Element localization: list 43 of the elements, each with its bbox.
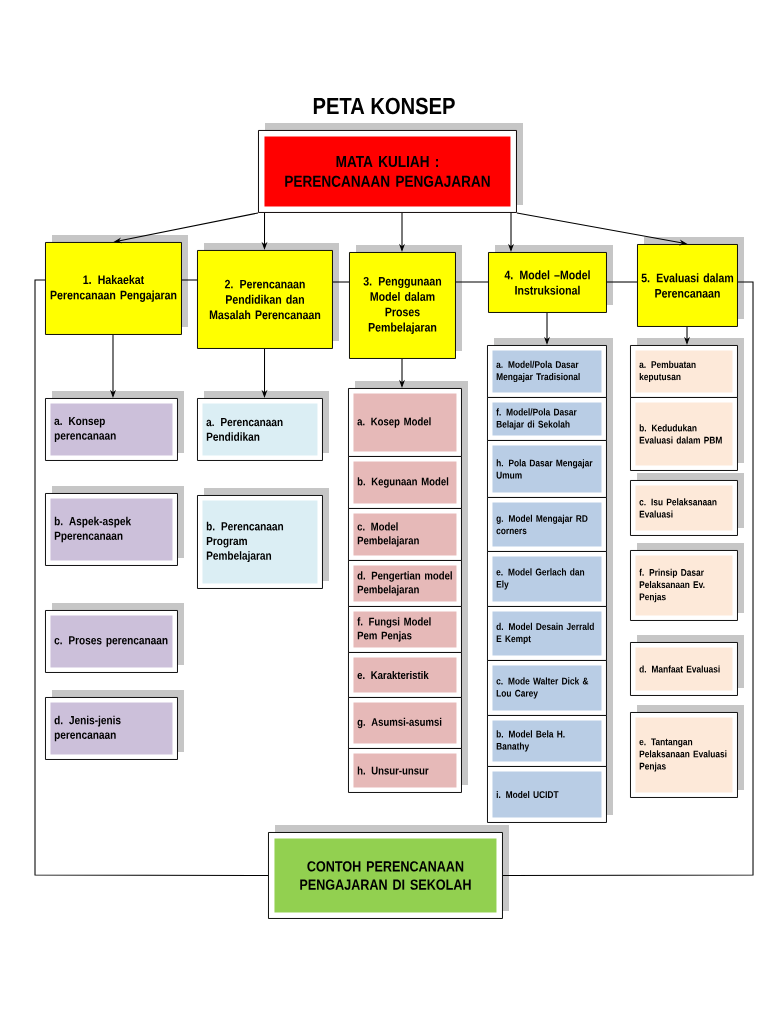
subtopic-box: d. Pengertian model Pembelajaran [348, 560, 462, 607]
connector-line [181, 279, 198, 281]
subtopic-box: g. Asumsi-asumsi [348, 697, 462, 749]
subtopic-box: a. Konsep perencanaan [45, 398, 178, 461]
subtopic-box: b. Kegunaan Model [348, 456, 462, 509]
subtopic-box: b. Model Bela H. Banathy [487, 715, 607, 767]
topic-box: 4. Model –Model Instruksional [488, 252, 607, 313]
subtopic-box: e. Model Gerlach dan Ely [487, 551, 607, 607]
subtopic-box: d. Manfaat Evaluasi [630, 642, 738, 696]
subtopic-box: i. Model UCIDT [487, 766, 607, 823]
subtopic-box: b. Perencanaan Program Pembelajaran [197, 495, 323, 589]
topic-box: 2. Perencanaan Pendidikan dan Masalah Perencanaan [197, 250, 333, 349]
topic-box: 3. Penggunaan Model dalam Proses Pembelajaran [349, 252, 456, 359]
subtopic-box: d. Jenis-jenis perencanaan [45, 697, 178, 760]
subtopic-box: a. Model/Pola Dasar Mengajar Tradisional [487, 345, 607, 398]
subtopic-box: c. Model Pembelajaran [348, 508, 462, 561]
subtopic-box: a. Kosep Model [348, 388, 462, 457]
subtopic-box: a. Pembuatan keputusan [630, 345, 738, 398]
heading-box: MATA KULIAH : PERENCANAAN PENGAJARAN [258, 130, 517, 213]
connector-line [332, 281, 350, 283]
subtopic-box: c. Isu Pelaksanaan Evaluasi [630, 480, 738, 536]
connector-line [606, 281, 638, 283]
title: PETA KONSEP [313, 97, 455, 115]
subtopic-box: g. Model Mengajar RD corners [487, 497, 607, 552]
conclusion-box: CONTOH PERENCANAAN PENGAJARAN DI SEKOLAH [268, 832, 503, 919]
subtopic-box: f. Fungsi Model Pem Penjas [348, 606, 462, 653]
topic-box: 5. Evaluasi dalam Perencanaan [637, 244, 738, 327]
topic-box: 1. Hakaekat Perencanaan Pengajaran [45, 242, 182, 335]
subtopic-box: f. Model/Pola Dasar Belajar di Sekolah [487, 397, 607, 441]
subtopic-box: h. Pola Dasar Mengajar Umum [487, 440, 607, 498]
subtopic-box: b. Kedudukan Evaluasi dalam PBM [630, 397, 738, 471]
subtopic-box: e. Karakteristik [348, 652, 462, 698]
subtopic-box: e. Tantangan Pelaksanaan Evaluasi Penjas [630, 712, 738, 798]
connector-line [34, 279, 269, 876]
subtopic-box: d. Model Desain Jerrald E Kempt [487, 606, 607, 661]
subtopic-box: c. Proses perencanaan [45, 610, 178, 673]
connector-line [455, 281, 489, 283]
subtopic-box: a. Perencanaan Pendidikan [197, 398, 323, 461]
subtopic-box: f. Prinsip Dasar Pelaksanaan Ev. Penjas [630, 550, 738, 621]
subtopic-box: b. Aspek-aspek Pperencanaan [45, 493, 178, 566]
connector-line [502, 281, 754, 876]
subtopic-box: h. Unsur-unsur [348, 748, 462, 793]
subtopic-box: c. Mode Walter Dick & Lou Carey [487, 660, 607, 716]
